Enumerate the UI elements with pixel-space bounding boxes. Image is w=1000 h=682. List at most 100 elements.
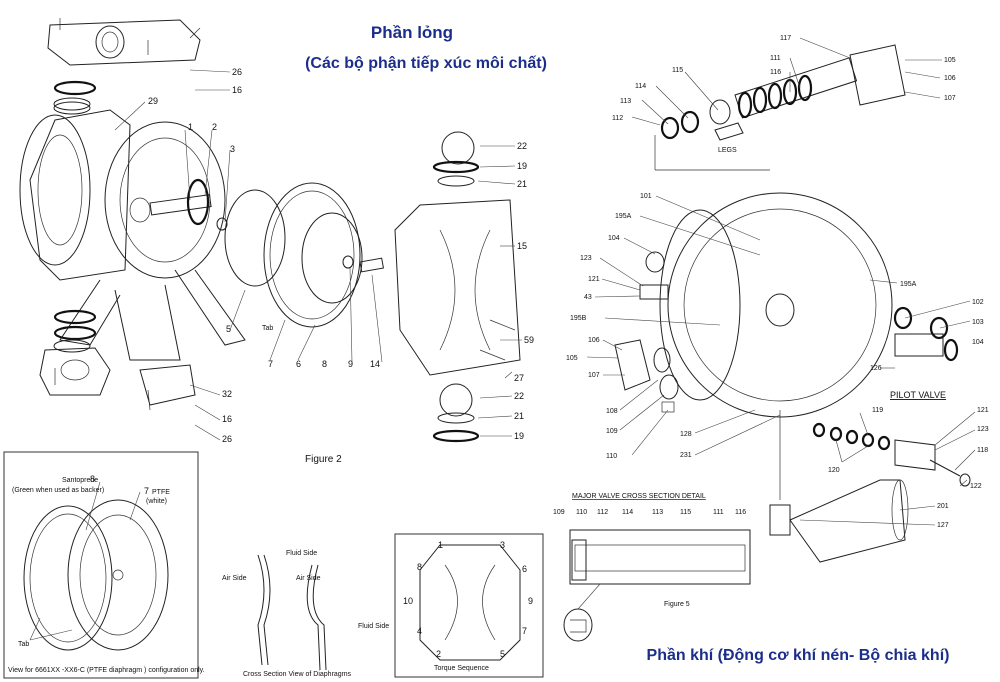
label-123b: 123: [977, 426, 989, 433]
label-119: 119: [872, 407, 883, 414]
label-105a: 105: [944, 57, 956, 64]
label-104a: 104: [608, 235, 620, 242]
air-part-labels: 117 105 111 106 116 107 115 114 113 112 …: [566, 35, 989, 529]
vd-114: 114: [622, 509, 633, 516]
label-107a: 107: [944, 95, 956, 102]
label-115: 115: [672, 67, 683, 74]
torque-3: 3: [500, 540, 505, 550]
torque-6: 6: [522, 564, 527, 574]
fluid-exploded-view: [19, 18, 522, 443]
label-26b: 26: [222, 434, 232, 444]
figure5-caption: Figure 5: [664, 601, 690, 608]
view-for-caption: View for 6661XX -XX6-C (PTFE diaphragm )…: [8, 667, 205, 674]
torque-caption: Torque Sequence: [434, 665, 489, 672]
air-side-1: Air Side: [222, 575, 247, 582]
label-111: 111: [770, 55, 781, 62]
label-27: 27: [514, 373, 524, 383]
torque-2: 2: [436, 649, 441, 659]
label-22a: 22: [517, 141, 527, 151]
label-103: 103: [972, 319, 984, 326]
label-tab: Tab: [262, 325, 273, 332]
label-113: 113: [620, 98, 631, 105]
major-valve-caption: MAJOR VALVE CROSS SECTION DETAIL: [572, 493, 706, 500]
label-118: 118: [977, 447, 988, 454]
label-121a: 121: [588, 276, 600, 283]
label-59: 59: [524, 335, 534, 345]
legs-arrow-text: LEGS: [718, 147, 737, 154]
label-104b: 104: [972, 339, 984, 346]
label-9: 9: [348, 359, 353, 369]
cross-section-view: [257, 554, 327, 671]
label-16b: 16: [222, 414, 232, 424]
torque-5: 5: [500, 649, 505, 659]
label-26a: 26: [232, 67, 242, 77]
label-195a: 195A: [615, 213, 632, 220]
fluid-part-labels: 26 16 29 1 2 3 22 19 21 15 5 7 6 8 9 14 …: [148, 67, 534, 444]
label-117: 117: [780, 35, 791, 42]
green-backer-text: (Green when used as backer): [12, 487, 104, 494]
label-14: 14: [370, 359, 380, 369]
label-3: 3: [230, 144, 235, 154]
air-exploded-view: [586, 37, 976, 563]
label-19a: 19: [517, 161, 527, 171]
label-107b: 107: [588, 372, 600, 379]
pilot-valve-title: PILOT VALVE: [890, 390, 946, 400]
fluid-subtitle: (Các bộ phận tiếp xúc môi chất): [305, 55, 547, 72]
torque-7: 7: [522, 626, 527, 636]
santoprene-text: Santoprene: [62, 477, 98, 484]
label-120: 120: [828, 467, 840, 474]
label-105b: 105: [566, 355, 578, 362]
air-title: Phần khí (Động cơ khí nén- Bộ chia khí): [647, 647, 950, 664]
label-116: 116: [770, 69, 781, 76]
label-21a: 21: [517, 179, 527, 189]
torque-10: 10: [403, 596, 413, 606]
torque-labels: 1 3 8 6 10 9 4 7 2 5: [403, 540, 533, 659]
vd-113: 113: [652, 509, 663, 516]
torque-9: 9: [528, 596, 533, 606]
label-16a: 16: [232, 85, 242, 95]
vd-111: 111: [713, 509, 724, 516]
label-43: 43: [584, 294, 592, 301]
label-122: 122: [970, 483, 982, 490]
label-201: 201: [937, 503, 949, 510]
label-1: 1: [188, 122, 193, 132]
label-21b: 21: [514, 411, 524, 421]
label-29: 29: [148, 96, 158, 106]
label-19b: 19: [514, 431, 524, 441]
label-106b: 106: [588, 337, 600, 344]
label-121b: 121: [977, 407, 989, 414]
vd-116: 116: [735, 509, 746, 516]
label-109: 109: [606, 428, 618, 435]
label-2: 2: [212, 122, 217, 132]
label-127: 127: [937, 522, 949, 529]
label-123a: 123: [580, 255, 592, 262]
label-108: 108: [606, 408, 618, 415]
label-102: 102: [972, 299, 984, 306]
torque-sequence-box: [394, 533, 544, 678]
label-7-detail: 7: [144, 486, 149, 496]
label-128: 128: [680, 431, 692, 438]
fluid-title: Phần lỏng: [371, 23, 453, 42]
label-7: 7: [268, 359, 273, 369]
label-6: 6: [296, 359, 301, 369]
label-114: 114: [635, 83, 646, 90]
label-106a: 106: [944, 75, 956, 82]
label-8-detail: 8: [90, 474, 95, 484]
label-32: 32: [222, 389, 232, 399]
label-195b: 195B: [570, 315, 587, 322]
label-5: 5: [226, 324, 231, 334]
label-101: 101: [640, 193, 652, 200]
label-22b: 22: [514, 391, 524, 401]
tab-detail-label: Tab: [18, 641, 29, 648]
label-112: 112: [612, 115, 623, 122]
vd-110: 110: [576, 509, 587, 516]
major-valve-detail: [563, 529, 751, 642]
torque-1: 1: [438, 540, 443, 550]
white-text: (white): [146, 498, 167, 505]
vd-109: 109: [553, 509, 565, 516]
label-110: 110: [606, 453, 617, 460]
label-231: 231: [680, 452, 692, 459]
label-126: 126: [870, 365, 882, 372]
torque-8: 8: [417, 562, 422, 572]
